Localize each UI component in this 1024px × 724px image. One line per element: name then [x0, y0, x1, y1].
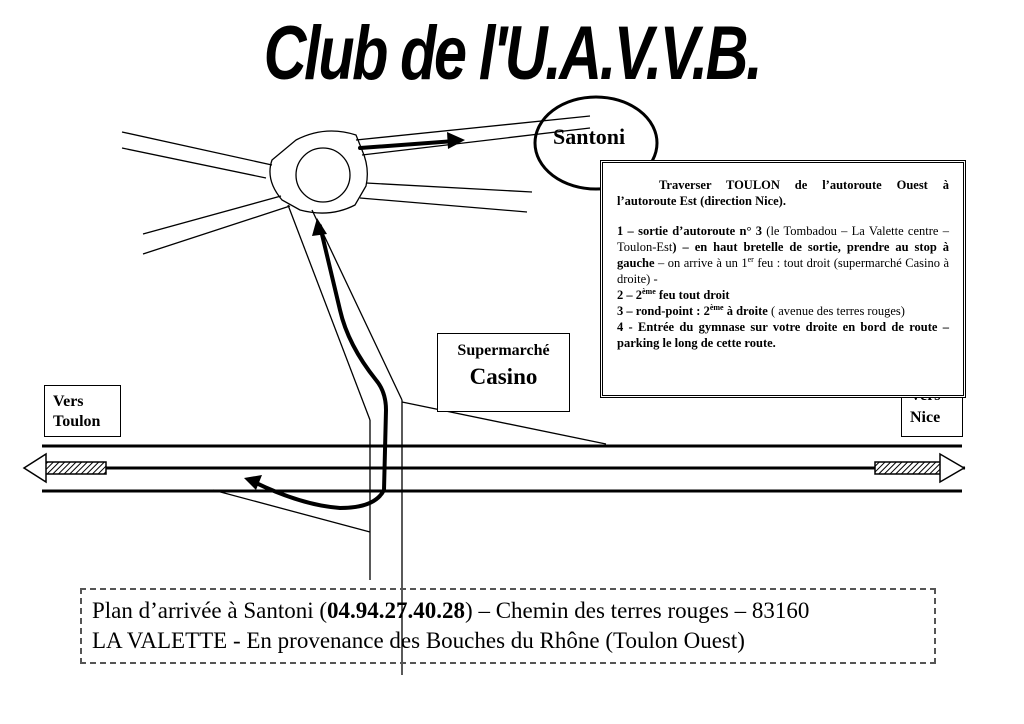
vers-toulon-line1: Vers — [53, 393, 84, 410]
road-left-mid-2 — [142, 205, 291, 255]
road-vertical-left — [287, 204, 371, 421]
directions-step-4: 4 - Entrée du gymnase sur votre droite e… — [617, 320, 949, 350]
directions-box: Traverser TOULON de l’autoroute Ouest à … — [600, 160, 966, 398]
road-vertical-right — [311, 209, 403, 401]
directions-step-2: 2 – 2ème feu tout droit — [617, 286, 730, 302]
route-arrowhead-start-icon — [244, 475, 262, 490]
road-left-top-2 — [121, 147, 267, 179]
route-arrowhead-up-icon — [312, 218, 327, 236]
vers-toulon-line2: Toulon — [53, 413, 101, 430]
supermarche-casino-box: Supermarché Casino — [437, 333, 570, 412]
phone-number: 04.94.27.40.28 — [327, 598, 466, 623]
footer-line-1: Plan d’arrivée à Santoni (04.94.27.40.28… — [92, 598, 810, 623]
route-santoni — [358, 139, 457, 150]
directions-intro: Traverser TOULON de l’autoroute Ouest à … — [617, 178, 949, 208]
roundabout-outer — [269, 130, 368, 214]
road-lower-left — [212, 489, 371, 533]
road-santoni-1 — [355, 115, 591, 141]
road-santoni-2 — [361, 127, 591, 156]
route-arrowhead-right-icon — [447, 132, 465, 149]
supermarche-label: Supermarché — [457, 342, 550, 359]
directions-step-1: 1 – sortie d’autoroute n° 3 (le Tombadou… — [617, 224, 950, 286]
road-left-mid — [142, 195, 282, 235]
arrow-right-icon — [874, 452, 966, 484]
footer-line-2: LA VALETTE - En provenance des Bouches d… — [92, 628, 745, 653]
vers-toulon-box: Vers Toulon — [44, 385, 121, 437]
road-casino — [401, 401, 607, 445]
vers-nice-line2: Nice — [910, 409, 941, 426]
santoni-label: Santoni — [553, 124, 626, 149]
arrow-left-icon — [22, 452, 107, 484]
footer-address-box: Plan d’arrivée à Santoni (04.94.27.40.28… — [80, 588, 936, 664]
road-right-2 — [359, 197, 528, 213]
casino-label: Casino — [469, 364, 538, 389]
road-left-top — [121, 131, 273, 166]
santoni-circle — [533, 95, 659, 191]
page-title: Club de l'U.A.V.V.B. — [263, 11, 763, 96]
roundabout — [295, 147, 351, 203]
route-path — [248, 224, 388, 510]
directions-step-3: 3 – rond-point : 2ème à droite ( avenue … — [617, 302, 905, 318]
road-right-1 — [365, 182, 533, 193]
